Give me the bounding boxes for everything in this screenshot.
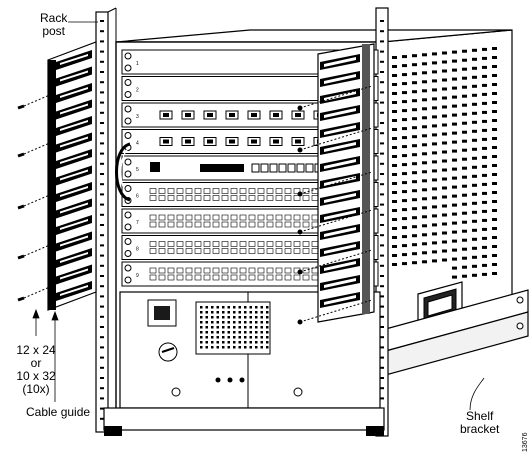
figure-id: 13676	[522, 432, 529, 452]
screw-spec-line4: (10x)	[22, 382, 50, 396]
callout-lines	[32, 21, 485, 411]
slot-number: 9	[136, 273, 139, 279]
left-screws	[17, 93, 53, 302]
screw-spec-line1: 12 x 24	[16, 343, 56, 357]
left-rack-post	[95, 7, 117, 433]
slot-number: 4	[136, 141, 139, 147]
rack-post-label-line2: post	[42, 24, 66, 38]
right-cable-guide	[317, 43, 375, 323]
rack-post-label-line1: Rack	[40, 11, 68, 25]
power-switch	[158, 342, 178, 362]
slot-number: 1	[136, 61, 139, 67]
screw-spec-line2: or	[30, 356, 42, 370]
side-vent-holes	[392, 47, 497, 279]
chassis-base	[103, 407, 385, 436]
shelf-bracket-line1: Shelf	[466, 409, 494, 423]
cable-guide-label: Cable guide	[26, 405, 91, 419]
slot-number: 2	[136, 88, 139, 94]
left-cable-guide	[47, 41, 97, 311]
slot-number: 3	[136, 114, 139, 120]
front-handle	[115, 142, 131, 202]
slot-number: 5	[136, 167, 139, 173]
right-screws	[297, 85, 373, 325]
shelf-bracket-label: Shelf bracket	[460, 410, 499, 436]
fan-grille	[195, 301, 271, 355]
shelf-bracket-line2: bracket	[460, 422, 500, 436]
screw-spec-label: 12 x 24 or 10 x 32 (10x)	[10, 344, 62, 396]
slot-number: 8	[136, 247, 139, 253]
screw-spec-line3: 10 x 32	[16, 369, 56, 383]
rack-post-label: Rack post	[40, 12, 67, 38]
slot-number: 6	[136, 194, 139, 200]
slot-number: 7	[136, 220, 139, 226]
